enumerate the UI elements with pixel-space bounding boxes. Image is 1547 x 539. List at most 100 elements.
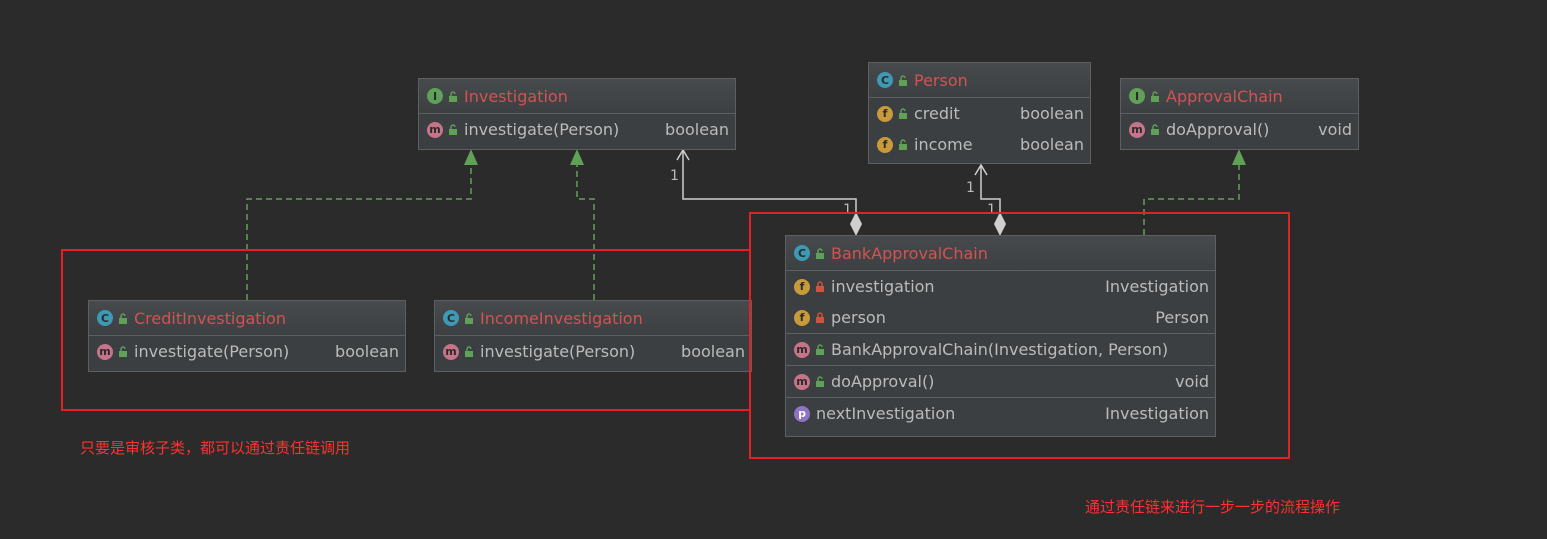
member-type: boolean — [665, 120, 729, 139]
member-type: boolean — [681, 342, 745, 361]
class-header: C IncomeInvestigation — [435, 301, 751, 336]
class-person[interactable]: C Person f credit boolean f income boole… — [868, 62, 1091, 164]
class-bank-approval-chain[interactable]: C BankApprovalChain f investigation Inve… — [785, 235, 1216, 437]
realization-credit-arrowhead — [464, 149, 478, 165]
member-type: boolean — [1020, 104, 1084, 123]
interface-icon: I — [427, 88, 443, 104]
field-row[interactable]: f credit boolean — [869, 98, 1090, 129]
property-icon: p — [794, 405, 810, 422]
public-visibility-icon — [464, 312, 474, 324]
method-row[interactable]: m investigate(Person) boolean — [89, 336, 405, 367]
public-visibility-icon — [1150, 124, 1160, 135]
public-visibility-icon — [464, 346, 474, 357]
member-name: nextInvestigation — [816, 404, 956, 423]
class-header: I Investigation — [419, 79, 735, 114]
highlight-box-chain — [749, 212, 1290, 459]
multiplicity-person-source: 1 — [987, 202, 996, 218]
method-icon: m — [1129, 121, 1145, 138]
class-approval-chain[interactable]: I ApprovalChain m doApproval() void — [1120, 78, 1359, 150]
method-row[interactable]: m doApproval() void — [786, 365, 1215, 397]
association-investigation-line — [682, 150, 857, 220]
member-name: doApproval() — [831, 372, 935, 391]
field-row[interactable]: f person Person — [786, 302, 1215, 333]
class-icon: C — [443, 310, 459, 326]
field-row[interactable]: f income boolean — [869, 129, 1090, 160]
member-name: income — [914, 135, 973, 154]
multiplicity-person-target: 1 — [966, 180, 975, 196]
method-icon: m — [794, 373, 810, 390]
class-title: ApprovalChain — [1166, 86, 1283, 106]
class-title: Person — [914, 70, 968, 90]
class-title: IncomeInvestigation — [480, 308, 643, 328]
method-icon: m — [427, 121, 443, 138]
member-name: investigate(Person) — [464, 120, 620, 139]
class-income-investigation[interactable]: C IncomeInvestigation m investigate(Pers… — [434, 300, 752, 372]
field-icon: f — [877, 105, 893, 122]
member-name: BankApprovalChain(Investigation, Person) — [831, 340, 1169, 359]
member-type: void — [1318, 120, 1352, 139]
class-title: Investigation — [464, 86, 568, 106]
method-row[interactable]: m doApproval() void — [1121, 114, 1358, 145]
association-person-line — [980, 165, 1001, 220]
note-chain-process: 通过责任链来进行一步一步的流程操作 — [1085, 498, 1341, 516]
member-type: Investigation — [1105, 277, 1209, 296]
class-credit-investigation[interactable]: C CreditInvestigation m investigate(Pers… — [88, 300, 406, 372]
member-type: void — [1175, 372, 1209, 391]
field-row[interactable]: f investigation Investigation — [786, 271, 1215, 302]
association-investigation-diamond — [850, 212, 862, 236]
member-name: investigate(Person) — [134, 342, 290, 361]
method-icon: m — [794, 341, 810, 358]
multiplicity-investigation-source: 1 — [843, 202, 852, 218]
class-investigation[interactable]: I Investigation m investigate(Person) bo… — [418, 78, 736, 150]
public-visibility-icon — [1150, 90, 1160, 102]
multiplicity-investigation-target: 1 — [670, 168, 679, 184]
member-type: Person — [1155, 308, 1209, 327]
member-type: boolean — [335, 342, 399, 361]
member-name: investigate(Person) — [480, 342, 636, 361]
note-subclasses: 只要是审核子类，都可以通过责任链调用 — [80, 439, 351, 457]
property-row[interactable]: p nextInvestigation Investigation — [786, 397, 1215, 429]
class-header: C CreditInvestigation — [89, 301, 405, 336]
field-icon: f — [794, 309, 810, 326]
public-visibility-icon — [898, 139, 908, 150]
class-title: BankApprovalChain — [831, 243, 988, 263]
member-type: Investigation — [1105, 404, 1209, 423]
member-name: investigation — [831, 277, 935, 296]
field-icon: f — [794, 278, 810, 295]
public-visibility-icon — [815, 376, 825, 387]
public-visibility-icon — [898, 108, 908, 119]
class-header: C BankApprovalChain — [786, 236, 1215, 271]
association-investigation-arrowhead — [676, 148, 690, 161]
highlight-box-subclasses — [61, 249, 751, 411]
interface-icon: I — [1129, 88, 1145, 104]
private-visibility-icon — [815, 281, 825, 292]
member-type: boolean — [1020, 135, 1084, 154]
public-visibility-icon — [448, 124, 458, 135]
class-title: CreditInvestigation — [134, 308, 286, 328]
method-row[interactable]: m investigate(Person) boolean — [419, 114, 735, 145]
public-visibility-icon — [815, 247, 825, 259]
association-person-arrowhead — [974, 163, 988, 176]
public-visibility-icon — [898, 74, 908, 86]
realization-income-arrowhead — [570, 149, 584, 165]
class-icon: C — [97, 310, 113, 326]
class-header: C Person — [869, 63, 1090, 98]
class-icon: C — [794, 245, 810, 261]
class-icon: C — [877, 72, 893, 88]
member-name: person — [831, 308, 886, 327]
field-icon: f — [877, 136, 893, 153]
public-visibility-icon — [448, 90, 458, 102]
association-person-diamond — [994, 212, 1006, 236]
public-visibility-icon — [118, 346, 128, 357]
public-visibility-icon — [815, 344, 825, 355]
realization-bank-arrowhead — [1232, 149, 1246, 165]
method-row[interactable]: m investigate(Person) boolean — [435, 336, 751, 367]
realization-bank-line — [1143, 160, 1240, 235]
member-name: doApproval() — [1166, 120, 1270, 139]
private-visibility-icon — [815, 312, 825, 323]
constructor-row[interactable]: m BankApprovalChain(Investigation, Perso… — [786, 333, 1215, 365]
method-icon: m — [97, 343, 113, 360]
class-header: I ApprovalChain — [1121, 79, 1358, 114]
member-name: credit — [914, 104, 960, 123]
public-visibility-icon — [118, 312, 128, 324]
